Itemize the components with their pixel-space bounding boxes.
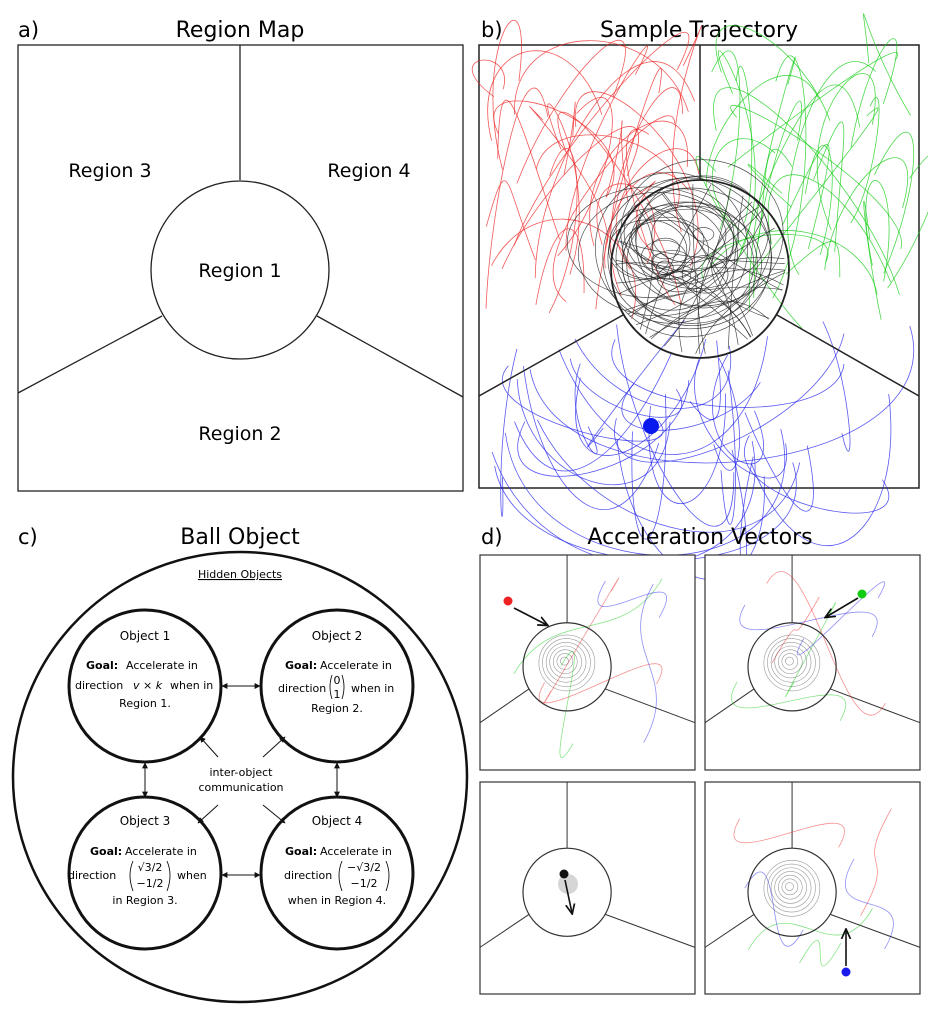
object-3-title: Object 3	[120, 814, 171, 828]
object-1-title: Object 1	[120, 629, 171, 643]
object-4-v1: −√3/2	[347, 861, 381, 874]
object-3-when: when	[177, 869, 207, 882]
sub-ball	[560, 870, 569, 879]
object-2-region: Region 2.	[311, 702, 363, 715]
object-3-region: in Region 3.	[112, 894, 177, 907]
panel-d-title: Acceleration Vectors	[587, 525, 812, 550]
subpanel-top-left	[480, 555, 695, 770]
panel-c-letter: c)	[18, 525, 38, 549]
center-label-2: communication	[198, 781, 283, 794]
object-2-line1: Accelerate in	[320, 659, 392, 672]
hidden-objects-label: Hidden Objects	[198, 568, 282, 581]
region-2-label: Region 2	[198, 423, 281, 445]
sub-ball	[504, 597, 513, 606]
link-center-3	[198, 805, 218, 823]
object-2-title: Object 2	[312, 629, 363, 643]
object-3-goal: Goal:	[90, 845, 122, 858]
panel-b: b) Sample Trajectory	[472, 14, 928, 580]
object-3-line1: Accelerate in	[125, 845, 197, 858]
divider-right	[317, 316, 463, 397]
panel-d-letter: d)	[481, 525, 503, 549]
object-1-region: Region 1.	[119, 697, 171, 710]
link-center-1	[200, 737, 218, 757]
subpanel-frame	[480, 782, 695, 994]
subpanel-bottom-right	[705, 782, 920, 994]
object-2-v2: 1	[334, 688, 341, 701]
subpanel-top-right	[705, 555, 920, 770]
object-1-line1: Accelerate in	[126, 659, 198, 672]
panel-a-title: Region Map	[176, 18, 305, 43]
sub-ball	[842, 968, 851, 977]
object-2-when: when in	[351, 682, 394, 695]
object-4-goal: Goal:	[285, 845, 317, 858]
panel-c-title: Ball Object	[180, 525, 300, 550]
object-4-title: Object 4	[312, 814, 363, 828]
object-4-v2: −1/2	[351, 877, 378, 890]
object-3-dir: direction	[68, 869, 116, 882]
object-4-line1: Accelerate in	[320, 845, 392, 858]
panel-a: a) Region Map Region 1 Region 2 Region 3…	[18, 18, 463, 491]
object-2-goal: Goal:	[285, 659, 317, 672]
object-1-when: when in	[170, 679, 213, 692]
object-3-v1: √3/2	[138, 861, 163, 874]
ball-marker	[643, 418, 659, 434]
panel-c: c) Ball Object Hidden Objects inter-obje…	[13, 525, 467, 1002]
subpanel-frame	[480, 555, 695, 770]
sub-ball	[858, 590, 867, 599]
region-3-label: Region 3	[68, 160, 151, 182]
object-1-dir: direction	[75, 679, 123, 692]
object-1-vector: v × k	[133, 679, 163, 692]
object-4-dir: direction	[284, 869, 332, 882]
divider-left	[18, 316, 162, 393]
region-1-label: Region 1	[198, 260, 281, 282]
object-1-goal: Goal:	[86, 659, 118, 672]
center-label-1: inter-object	[210, 766, 274, 779]
object-3-v2: −1/2	[137, 877, 164, 890]
region-4-label: Region 4	[327, 160, 410, 182]
link-center-2	[263, 737, 285, 757]
subpanel-frame	[705, 782, 920, 994]
panel-b-letter: b)	[481, 18, 503, 42]
panel-a-letter: a)	[18, 18, 39, 42]
subpanel-bottom-left	[480, 782, 695, 994]
panel-d: d) Acceleration Vectors	[480, 525, 920, 994]
link-center-4	[263, 805, 285, 823]
object-4-region: when in Region 4.	[288, 894, 386, 907]
subpanel-frame	[705, 555, 920, 770]
object-2-v1: 0	[334, 674, 341, 687]
object-2-dir: direction	[278, 682, 326, 695]
